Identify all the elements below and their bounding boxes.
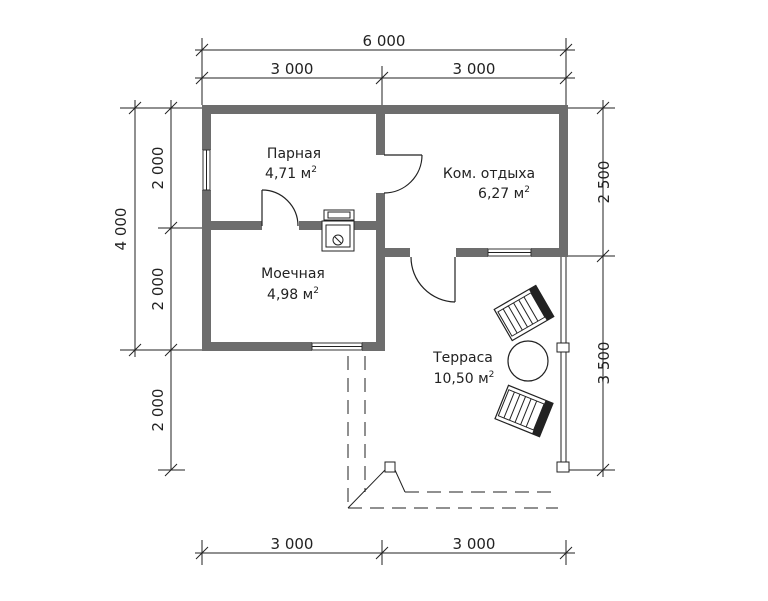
room-label-rest: Ком. отдыха 6,27 м2 <box>443 166 535 202</box>
dimension-right: 2 500 3 500 <box>566 100 615 477</box>
room-name: Моечная <box>261 266 325 282</box>
dimension-top: 6 000 3 000 3 000 <box>195 32 575 105</box>
chair-lower-icon <box>494 384 554 438</box>
dim-top-left: 3 000 <box>271 60 314 78</box>
dim-left-upper: 2 000 <box>149 147 167 190</box>
round-table-icon <box>507 340 549 382</box>
room-area: 10,50 м2 <box>434 370 495 387</box>
dimension-bottom: 3 000 3 000 <box>195 535 575 565</box>
room-area: 4,98 м2 <box>267 286 319 303</box>
dim-right-upper: 2 500 <box>595 161 613 204</box>
dim-left-total: 4 000 <box>112 208 130 251</box>
dim-top-right: 3 000 <box>453 60 496 78</box>
dim-top-total: 6 000 <box>363 32 406 50</box>
room-label-parnaya: Парная 4,71 м2 <box>265 146 321 182</box>
windows <box>202 149 532 351</box>
dim-bottom-right: 3 000 <box>453 535 496 553</box>
stove-icon <box>321 209 355 252</box>
room-name: Ком. отдыха <box>443 166 535 182</box>
room-name: Терраса <box>432 350 493 366</box>
dim-bottom-left: 3 000 <box>271 535 314 553</box>
dim-right-lower: 3 500 <box>595 342 613 385</box>
room-area: 4,71 м2 <box>265 165 317 182</box>
room-name: Парная <box>267 146 321 162</box>
dim-left-lower: 2 000 <box>149 389 167 432</box>
terrace-outline <box>347 257 570 509</box>
doors <box>261 154 456 303</box>
chair-upper-icon <box>493 284 555 342</box>
room-area: 6,27 м2 <box>478 185 530 202</box>
walls <box>202 105 568 351</box>
room-label-terrace: Терраса 10,50 м2 <box>432 350 494 387</box>
dim-left-middle: 2 000 <box>149 268 167 311</box>
room-label-washroom: Моечная 4,98 м2 <box>261 266 325 303</box>
dimension-left: 4 000 2 000 2 000 2 000 <box>112 100 202 477</box>
